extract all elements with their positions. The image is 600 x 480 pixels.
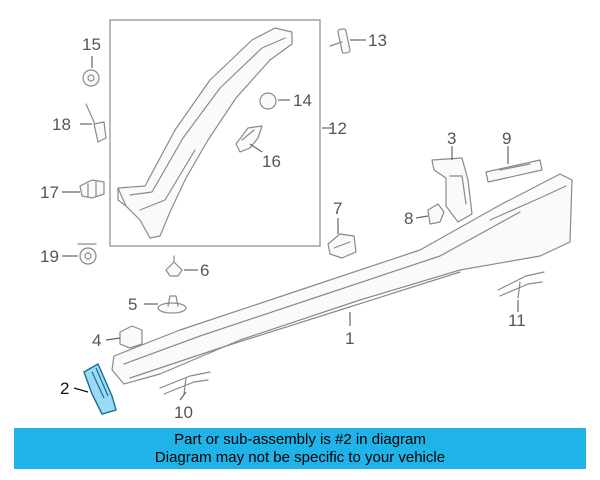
callout-5: 5	[128, 295, 137, 314]
callout-13: 13	[368, 31, 387, 50]
info-banner: Part or sub-assembly is #2 in diagram Di…	[14, 428, 586, 469]
callout-8: 8	[404, 209, 413, 228]
callout-17: 17	[40, 183, 59, 202]
bracket-16-part[interactable]	[235, 125, 263, 153]
trim-9-part[interactable]	[485, 159, 543, 183]
callout-18: 18	[52, 115, 71, 134]
callout-10: 10	[174, 403, 193, 422]
callout-9: 9	[502, 129, 511, 148]
pillar-inset-frame	[109, 19, 321, 247]
callout-11: 11	[508, 311, 526, 330]
callout-14: 14	[293, 91, 312, 110]
callout-6: 6	[200, 261, 209, 280]
clip-10-part[interactable]	[159, 371, 211, 395]
callout-16: 16	[262, 152, 281, 171]
callout-7: 7	[333, 199, 342, 218]
clip-11-part[interactable]	[497, 271, 545, 299]
callout-12: 12	[328, 119, 347, 138]
banner-line-1: Part or sub-assembly is #2 in diagram	[174, 431, 426, 448]
clip-5-part[interactable]	[157, 295, 187, 314]
end-cap-2-part[interactable]	[83, 363, 117, 415]
rocker-panel-part[interactable]	[111, 173, 573, 385]
callout-1: 1	[345, 329, 354, 348]
bracket-4-part[interactable]	[119, 325, 143, 349]
clip-6-part[interactable]	[165, 255, 183, 277]
callout-3: 3	[447, 129, 456, 148]
callout-15: 15	[82, 35, 101, 54]
banner-line-2: Diagram may not be specific to your vehi…	[154, 449, 446, 466]
clip-14-part[interactable]	[259, 92, 277, 110]
callout-19: 19	[40, 247, 59, 266]
clip-17-part[interactable]	[79, 179, 105, 199]
clip-8-part[interactable]	[427, 203, 445, 225]
screw-13-part[interactable]	[329, 28, 351, 54]
leader-lines	[62, 39, 519, 401]
callout-2: 2	[60, 379, 69, 398]
pillar-trim-part[interactable]	[117, 27, 293, 239]
nut-15-part[interactable]	[82, 69, 100, 87]
bracket-3-part[interactable]	[431, 157, 473, 223]
bracket-7-part[interactable]	[327, 233, 357, 259]
pin-18-part[interactable]	[85, 103, 107, 143]
fastener-19-part[interactable]	[77, 243, 97, 265]
callout-4: 4	[92, 331, 101, 350]
